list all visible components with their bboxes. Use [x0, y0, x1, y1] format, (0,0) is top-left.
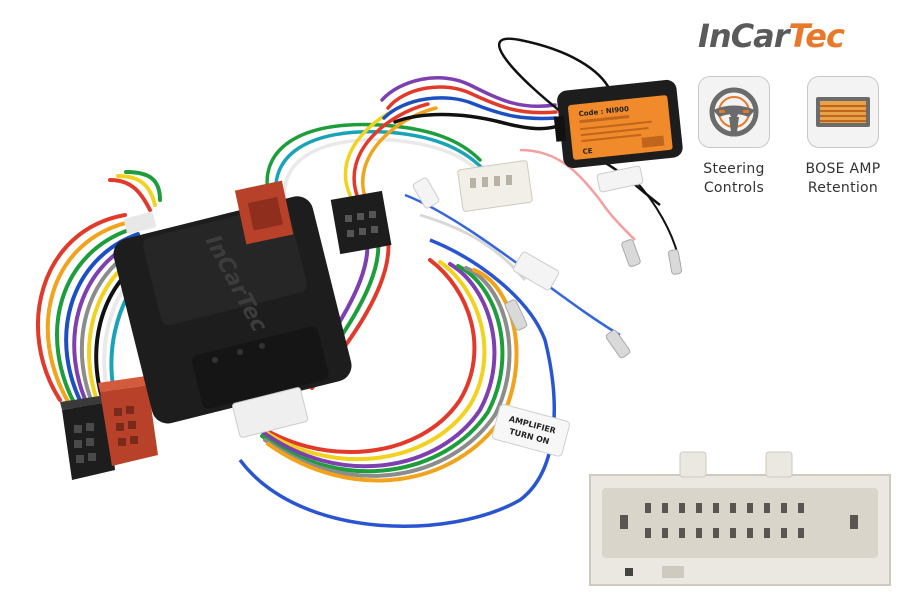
- module-top-connector: [123, 212, 157, 234]
- control-box: Code : NI900 CE: [553, 79, 683, 169]
- brand-logo-part1: InCar: [698, 17, 790, 55]
- black-loop-wire: [497, 37, 612, 116]
- wire-tag-ground: [596, 165, 644, 193]
- brand-logo: InCarTec: [698, 12, 888, 60]
- feature-bose-amp-retention: BOSE AMP Retention: [797, 76, 889, 198]
- white-vehicle-connector: [457, 160, 533, 212]
- wire-tag-small: [412, 177, 440, 209]
- svg-text:CE: CE: [582, 147, 593, 156]
- connector-closeup-inset: [583, 448, 893, 593]
- module-bottom-connector: [232, 387, 309, 438]
- interface-module: InCarTec: [113, 196, 352, 424]
- iso-connector-brown: [98, 376, 158, 466]
- feature-steering-controls: Steering Controls: [688, 76, 780, 198]
- iso-connector-mid-black: [330, 190, 392, 255]
- amplifier-tag: AMPLIFIER TURN ON: [491, 403, 570, 457]
- amplifier-icon: [807, 76, 879, 148]
- pink-wire: [519, 148, 636, 241]
- iso-connector-mid-brown: [234, 180, 294, 245]
- iso-connector-black: [60, 395, 115, 480]
- feature-1-line1: Steering: [703, 161, 765, 177]
- steering-wheel-icon: [698, 76, 770, 148]
- spade-terminals: [504, 239, 683, 359]
- wire-bundle-top: [265, 76, 560, 210]
- wire-tag-white: [512, 251, 560, 291]
- feature-2-line2: Retention: [807, 180, 879, 196]
- blue-amp-wire: [238, 238, 556, 529]
- brand-logo-part2: Tec: [788, 17, 845, 55]
- feature-1-line2: Controls: [703, 180, 765, 196]
- blue-wire-2: [404, 193, 621, 337]
- feature-2-line1: BOSE AMP: [805, 161, 881, 177]
